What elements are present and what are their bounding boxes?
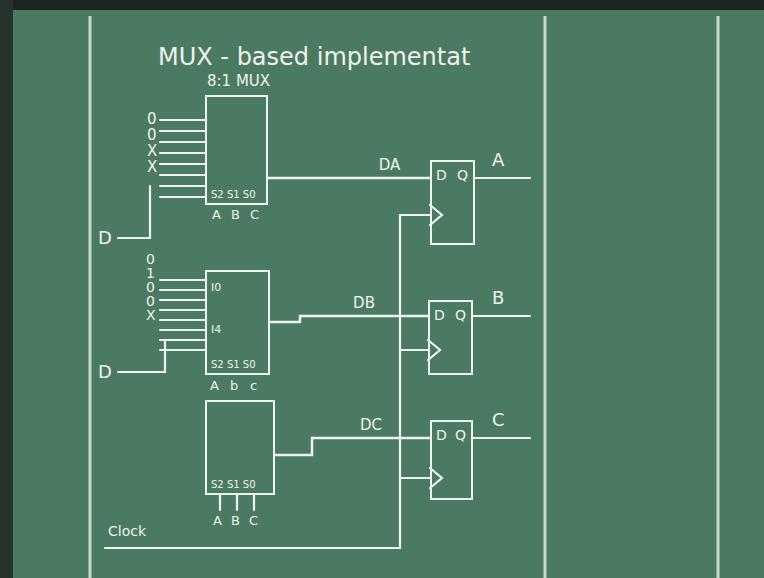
- pin-label: D: [434, 308, 445, 323]
- wire-label: DB: [351, 295, 377, 312]
- mux-box: S2 S1 S0: [205, 400, 275, 495]
- input-wire: [118, 186, 150, 238]
- signal-label: X: [147, 143, 157, 160]
- mux-heading: 8:1 MUX: [207, 73, 270, 90]
- wire: [270, 316, 428, 322]
- output-wires: [473, 178, 530, 438]
- signal-label: X: [146, 308, 156, 323]
- flip-flop: DQ: [430, 420, 473, 500]
- signal-label: B: [231, 514, 240, 528]
- pin-label: S2 S1 S0: [211, 189, 256, 200]
- signal-label: A: [210, 379, 219, 393]
- signal-label: C: [250, 208, 259, 222]
- wire: [268, 177, 430, 180]
- mux-input-wires: [160, 280, 205, 350]
- mux-input-wires: [160, 120, 205, 197]
- pin-label: S2 S1 S0: [211, 479, 256, 490]
- wire-label: DA: [377, 157, 403, 174]
- pin-label: D: [436, 168, 447, 183]
- signal-label: X: [147, 159, 157, 176]
- board-divider: [717, 16, 720, 578]
- signal-label: A: [213, 514, 222, 528]
- pin-label: D: [436, 428, 447, 443]
- input-wire: [118, 340, 165, 372]
- mux-box: 8:1 MUXS2 S1 S0: [205, 95, 268, 205]
- wire: [275, 438, 430, 455]
- signal-label: B: [231, 208, 240, 222]
- board-top-edge: [0, 0, 764, 10]
- flip-flop: DQ: [430, 160, 475, 245]
- pin-label: Q: [457, 168, 468, 183]
- signal-label: 0: [147, 127, 157, 144]
- clock-wire: [105, 215, 430, 548]
- signal-label: A: [492, 150, 504, 170]
- wire-label: DC: [358, 417, 384, 434]
- board-divider: [544, 16, 547, 578]
- pin-label: Q: [455, 308, 466, 323]
- clock-label: Clock: [108, 524, 146, 539]
- mux-box: I0I4 S2 S1 S0: [205, 270, 270, 375]
- signal-label: b: [230, 379, 238, 393]
- pin-label: I0: [211, 282, 221, 294]
- signal-label: A: [212, 208, 221, 222]
- signal-label: 0: [147, 111, 157, 128]
- flip-flop: DQ: [428, 300, 473, 375]
- pin-label: S2 S1 S0: [211, 359, 256, 370]
- signal-label: D: [98, 228, 112, 248]
- board-left-edge: [0, 0, 13, 578]
- pin-label: Q: [455, 428, 466, 443]
- pin-label: I4: [211, 324, 221, 336]
- signal-label: C: [249, 514, 258, 528]
- board-title: MUX - based implementat: [158, 44, 470, 70]
- select-wires: [220, 495, 254, 510]
- signal-label: B: [492, 288, 504, 308]
- signal-label: C: [492, 410, 505, 430]
- board-divider: [89, 16, 92, 578]
- signal-label: c: [250, 379, 257, 393]
- signal-label: D: [98, 362, 112, 382]
